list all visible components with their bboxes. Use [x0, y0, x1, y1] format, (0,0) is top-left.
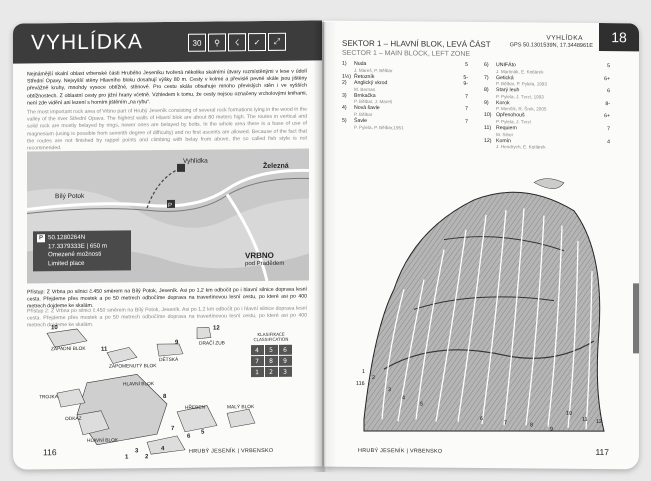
legend-cell: 9	[278, 355, 292, 366]
rock-graphic	[363, 178, 605, 432]
diagram-number: 11	[101, 346, 108, 353]
family-icon: ✓	[248, 32, 266, 52]
topo-label: 10	[566, 410, 572, 417]
rock-count-badge: 30	[188, 33, 206, 52]
map-label-vrbno: VRBNO	[245, 250, 274, 261]
legend-cell: 1	[250, 366, 264, 378]
rope-icon: ⤢	[268, 32, 286, 51]
page-title: VYHLÍDKA	[31, 30, 143, 55]
topo-label: 3	[388, 387, 391, 394]
diagram-number: 9	[175, 339, 179, 346]
right-header-label: VYHLÍDKA	[546, 34, 583, 42]
topo-label: 9	[550, 426, 553, 433]
topo-label: 116	[356, 380, 365, 387]
label-odkaz: ODKAZ	[65, 416, 82, 423]
page-number-right: 117	[595, 446, 609, 458]
legend-cell: 5	[264, 344, 278, 355]
legend-cell: 2	[264, 366, 278, 377]
topo-label: 7	[504, 420, 507, 427]
label-trojka: TROJKA	[39, 395, 58, 401]
footer-right: HRUBÝ JESENÍK | VRBENSKO	[358, 447, 443, 455]
walk-icon: ⚲	[208, 33, 226, 52]
map-label-pod-pradedem: pod Pradědem	[245, 260, 285, 268]
topo-label: 8	[530, 422, 533, 429]
label-draci-zub: DRAČÍ ZUB	[199, 341, 225, 347]
legend-cell: 7	[250, 355, 264, 367]
map-label-zelezna: Železná	[263, 162, 289, 170]
label-hlavni-blok: HLAVNÍ BLOK	[87, 438, 119, 444]
topo-label: 12	[596, 418, 602, 426]
svg-text:P: P	[168, 203, 172, 209]
open-guidebook: VYHLÍDKA 30 ⚲ ☇ ✓ ⤢ Nejnámější skalní ob…	[13, 20, 641, 472]
parking-limit-en: Limited place	[48, 259, 85, 267]
diagram-number: 2	[145, 454, 149, 461]
sector-title: SEKTOR 1 – HLAVNÍ BLOK, LEVÁ ČÁST SECTOR…	[342, 39, 491, 59]
topo-label: 11	[582, 416, 588, 423]
orientation-icon: ☇	[228, 33, 246, 52]
legend-cell: 8	[264, 355, 278, 366]
intro-czech: Nejnámější skalní oblast vrbenské části …	[27, 68, 307, 107]
page-number-left: 116	[43, 447, 57, 458]
intro-english: The most important rock area of Vrbno pa…	[27, 106, 307, 152]
label-hreben: HŘEBEN	[185, 405, 205, 411]
diagram-number: 8	[163, 394, 167, 401]
legend-title: KLASIFIKACE CLASSIFICATION	[253, 332, 289, 344]
chapter-number-box: 18	[599, 23, 639, 52]
topo-label: 6	[480, 415, 483, 423]
label-detska: DĚTSKÁ	[159, 357, 179, 364]
topo-label: 2	[372, 375, 375, 382]
sector-title-cz: SEKTOR 1 – HLAVNÍ BLOK, LEVÁ ČÁST	[342, 38, 491, 50]
rock-topo-drawing: 1 116 2 3 4 5 6 7 8 9 10 11 12	[354, 169, 609, 441]
label-zapomenuty-blok: ZAPOMENUTÝ BLOK	[109, 364, 157, 370]
left-page-header: VYHLÍDKA 30 ⚲ ☇ ✓ ⤢	[13, 20, 322, 64]
topo-label: 4	[402, 395, 405, 402]
diagram-number: 4	[161, 446, 165, 453]
right-page: VYHLÍDKA GPS 50.1301539N, 17.3448961E 18…	[324, 20, 639, 470]
footer-left: HRUBÝ JESENÍK | VRBENSKO	[189, 447, 274, 455]
diagram-number: 10	[51, 325, 58, 332]
label-hlavni-blok-top: HLAVNÍ BLOK	[123, 382, 155, 388]
diagram-number: 5	[201, 429, 205, 436]
diagram-number: 3	[135, 448, 139, 455]
coord-lat: 50.1280264N	[48, 233, 86, 242]
left-page: VYHLÍDKA 30 ⚲ ☇ ✓ ⤢ Nejnámější skalní ob…	[13, 20, 322, 470]
sector-title-en: SECTOR 1 – MAIN BLOCK, LEFT ZONE	[342, 49, 471, 58]
diagram-number: 7	[171, 425, 175, 432]
classification-legend: KLASIFIKACE CLASSIFICATION 4 5 6 7 8 9 1…	[249, 332, 293, 378]
crag-overview-diagram: ZÁPADNÍ BLOK ZAPOMENUTÝ BLOK DĚTSKÁ DRAČ…	[27, 321, 309, 464]
chapter-edge-tab	[633, 283, 639, 354]
gps-coordinates: GPS 50.1301539N, 17.3448961E	[509, 42, 593, 49]
topo-label: 1	[362, 368, 365, 375]
legend-cell: 6	[278, 344, 292, 355]
map-label-bily-potok: Bílý Potok	[55, 192, 85, 201]
legend-cell: 4	[250, 344, 264, 356]
info-badges: 30 ⚲ ☇ ✓ ⤢	[188, 32, 286, 52]
diagram-number: 6	[187, 433, 191, 440]
topo-label: 5	[420, 401, 423, 408]
label-maly-blok: MALÝ BLOK	[227, 405, 255, 411]
legend-cell: 3	[278, 366, 292, 377]
map-label-vyhlidka: Vyhlídka	[183, 157, 208, 165]
diagram-number: 12	[213, 325, 220, 332]
label-zapadni-blok: ZÁPADNÍ BLOK	[51, 346, 86, 353]
overview-graphic	[46, 327, 256, 455]
parking-icon: P	[37, 234, 45, 243]
diagram-number: 1	[125, 454, 129, 461]
